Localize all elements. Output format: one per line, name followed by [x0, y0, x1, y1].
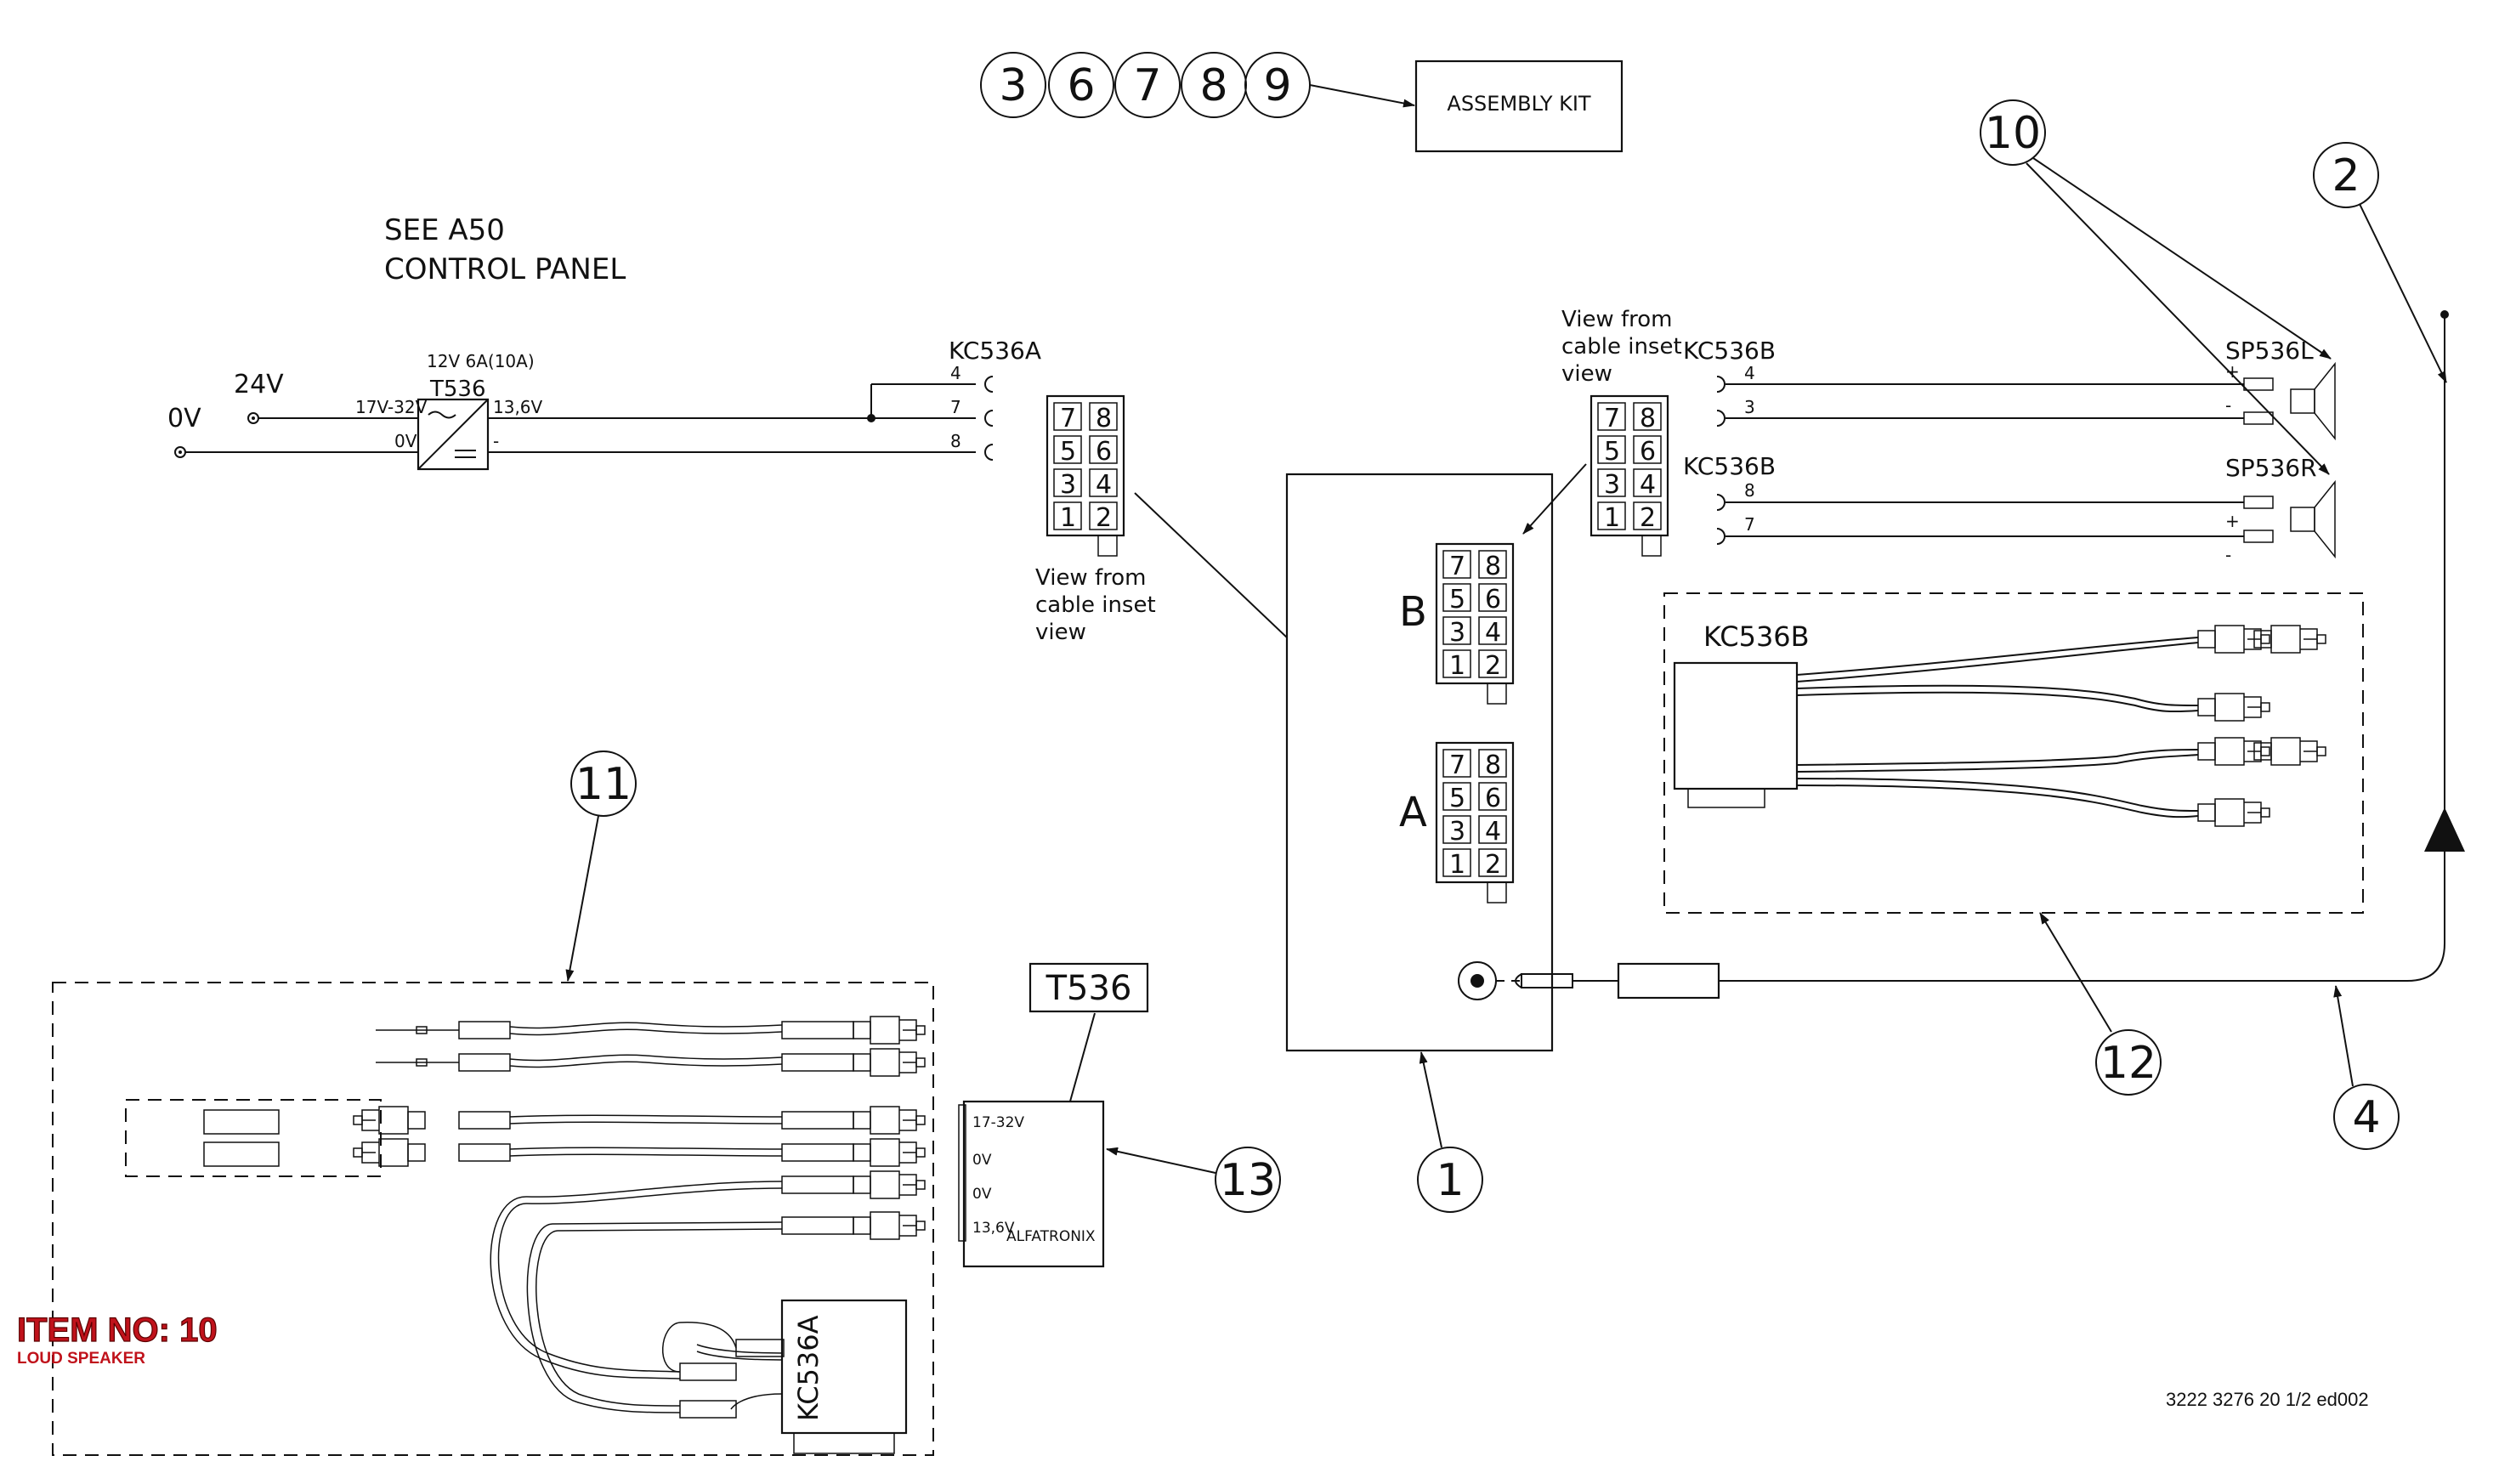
label-24v: 24V — [234, 370, 284, 399]
psu-rating: 12V 6A(10A) — [427, 351, 535, 371]
callout-3: 3 — [999, 60, 1027, 111]
psu-in-label: 17V-32V — [355, 397, 428, 417]
view-note-left-3: view — [1035, 620, 1086, 645]
kc536a-pin-4: 4 — [950, 363, 961, 383]
svg-text:1: 1 — [1436, 1155, 1464, 1206]
pin-grid-left — [1046, 394, 1125, 558]
speaker-right-plus: + — [2225, 511, 2240, 531]
svg-text:2: 2 — [2332, 150, 2360, 201]
psu-tag: T536 — [1046, 969, 1132, 1008]
psu-unit: T536 17-32V 0V 0V 13,6V ALFATRONIX — [958, 962, 1149, 1268]
main-unit: B A — [1285, 473, 1554, 1052]
pin-grid-right — [1590, 394, 1669, 558]
svg-text:11: 11 — [575, 759, 632, 810]
view-note-right-3: view — [1561, 361, 1612, 387]
label-0v: 0V — [167, 404, 201, 433]
note-line-2: CONTROL PANEL — [384, 252, 626, 286]
kc536a-pin-8: 8 — [950, 431, 961, 451]
speaker-right-label: SP536R — [2225, 454, 2317, 482]
callout-10: 10 — [1980, 99, 2332, 475]
assembly-kit-callouts: 3 6 7 8 9 — [980, 52, 1415, 118]
psu-minus-label: - — [493, 431, 499, 451]
item-title: ITEM NO: 10 — [17, 1311, 218, 1349]
callout-9: 9 — [1263, 60, 1291, 111]
harness-kc536a: KC536A — [52, 982, 934, 1456]
speaker-left-icon — [2290, 363, 2336, 439]
svg-text:12: 12 — [2100, 1038, 2156, 1089]
view-note-left-2: cable inset — [1035, 592, 1156, 618]
psu-terminal-4: 13,6V — [972, 1220, 1015, 1237]
callout-7: 7 — [1133, 60, 1161, 111]
view-note-right-2: cable inset — [1561, 334, 1682, 360]
callout-12: 12 — [2039, 912, 2162, 1096]
callout-2: 2 — [2313, 142, 2447, 383]
assembly-kit-box: ASSEMBLY KIT — [1414, 59, 1624, 153]
speaker-right-minus: - — [2225, 545, 2231, 565]
speaker-right-icon — [2290, 481, 2336, 558]
kc536b-pin-3: 3 — [1744, 397, 1755, 417]
psu-terminal-1: 17-32V — [972, 1114, 1024, 1131]
callout-1: 1 — [1417, 1051, 1483, 1213]
speaker-left-label: SP536L — [2225, 337, 2314, 365]
psu-brand: ALFATRONIX — [1006, 1228, 1096, 1245]
view-note-left-1: View from — [1035, 565, 1146, 591]
document-number: 3222 3276 20 1/2 ed002 — [2166, 1389, 2369, 1410]
psu-out-label: 13,6V — [493, 397, 543, 417]
callout-11: 11 — [565, 750, 637, 982]
harness-kc536b: KC536B — [1663, 592, 2364, 914]
callout-8: 8 — [1199, 60, 1227, 111]
callout-13: 13 — [1106, 1147, 1281, 1213]
psu-terminal-2: 0V — [972, 1152, 992, 1169]
harness-left-label: KC536A — [792, 1315, 824, 1421]
view-note-right-1: View from — [1561, 307, 1672, 332]
kc536b-label-2: KC536B — [1683, 452, 1776, 480]
kc536b-pin-7: 7 — [1744, 514, 1755, 535]
psu-terminal-3: 0V — [972, 1186, 992, 1203]
svg-text:10: 10 — [1985, 108, 2041, 159]
svg-text:4: 4 — [2352, 1092, 2380, 1143]
kc536b-label-1: KC536B — [1683, 337, 1776, 365]
svg-text:13: 13 — [1220, 1155, 1276, 1206]
power-schematic: 0V 24V 12V 6A(10A) T536 17V-32V 0V 13,6V… — [167, 337, 1041, 471]
kc536a-pin-7: 7 — [950, 397, 961, 417]
harness-right-label: KC536B — [1703, 620, 1810, 653]
speaker-left-minus: - — [2225, 395, 2231, 416]
callout-4: 4 — [2333, 985, 2400, 1150]
item-subtitle: LOUD SPEAKER — [17, 1350, 145, 1368]
assembly-kit-label: ASSEMBLY KIT — [1447, 92, 1591, 116]
unit-label-b: B — [1399, 588, 1427, 636]
speaker-left-plus: + — [2225, 361, 2240, 382]
psu-gnd-label: 0V — [394, 431, 417, 451]
kc536b-pin-4: 4 — [1744, 363, 1755, 383]
kc536a-top-label: KC536A — [949, 337, 1041, 365]
unit-label-a: A — [1399, 789, 1427, 836]
note-line-1: SEE A50 — [384, 213, 505, 247]
psu-name: T536 — [429, 377, 486, 402]
cable-right — [1496, 310, 2465, 1000]
callout-6: 6 — [1067, 60, 1095, 111]
speakers-schematic: KC536B 4 3 SP536L + - KC536B 8 7 SP536R … — [1683, 337, 2336, 565]
kc536b-pin-8: 8 — [1744, 480, 1755, 501]
